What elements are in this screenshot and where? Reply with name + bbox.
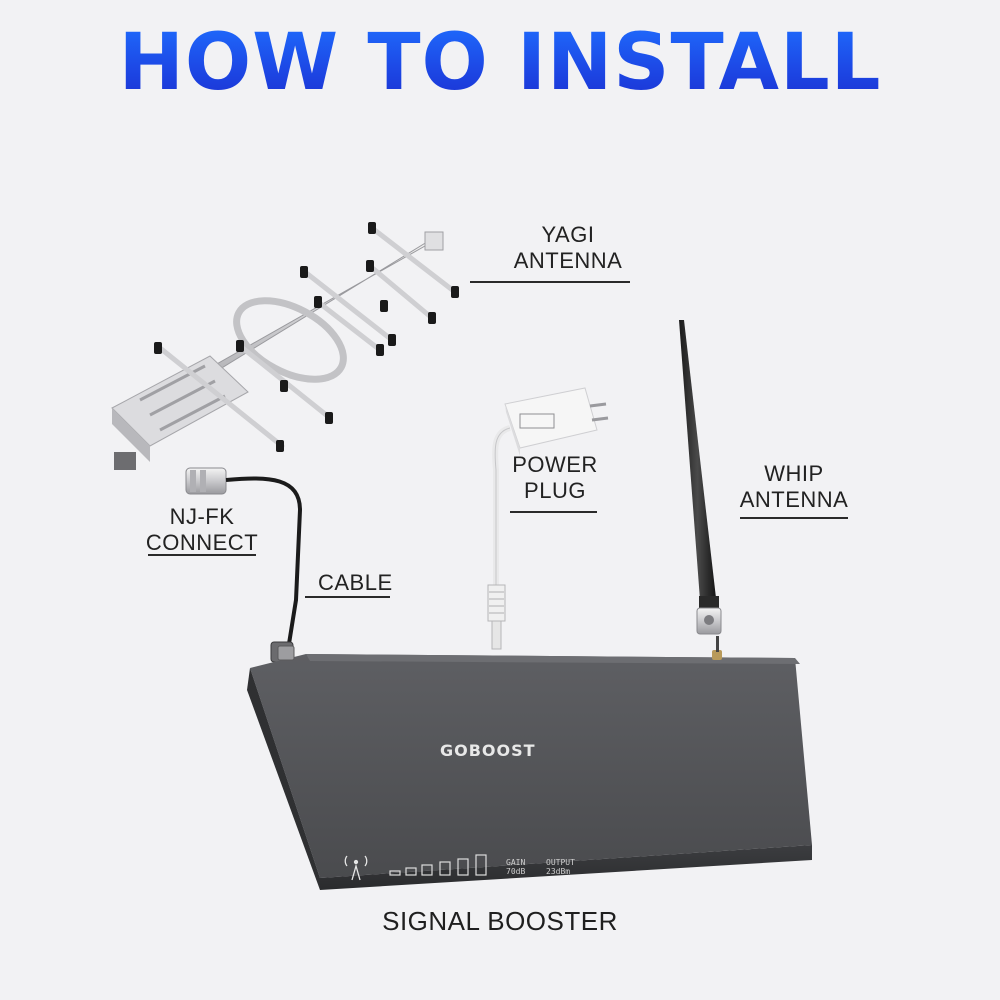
whip-antenna-label: WHIP ANTENNA [735, 461, 853, 513]
gain-value: 70dB [506, 867, 526, 876]
yagi-antenna-label: YAGI ANTENNA [508, 222, 628, 274]
page-title: HOW TO INSTALL [0, 18, 1000, 108]
nj-fk-connect-label-line1: NJ-FK [169, 504, 235, 529]
power-plug-label: POWER PLUG [505, 452, 605, 504]
gain-spec: GAIN 70dB [506, 858, 525, 876]
cable-label: CABLE [318, 570, 393, 595]
whip-antenna-label-line1: WHIP [764, 461, 824, 486]
yagi-antenna-label-line1: YAGI [541, 222, 595, 247]
power-plug-label-line2: PLUG [524, 478, 586, 503]
yagi-antenna-label-line2: ANTENNA [513, 248, 623, 273]
nj-fk-connector-illustration [185, 467, 303, 663]
output-spec: OUTPUT 23dBm [546, 858, 575, 876]
power-plug-illustration [487, 387, 609, 650]
output-label: OUTPUT [546, 858, 575, 867]
whip-antenna-label-line2: ANTENNA [739, 487, 849, 512]
whip-antenna-illustration [679, 320, 722, 635]
yagi-antenna-illustration [111, 222, 459, 470]
nj-fk-connect-label: NJ-FK CONNECT [143, 504, 261, 556]
antenna-signal-icon [344, 855, 368, 881]
signal-booster-illustration [247, 636, 812, 890]
signal-booster-caption: SIGNAL BOOSTER [382, 906, 618, 936]
output-value: 23dBm [546, 867, 571, 876]
nj-fk-connect-label-line2: CONNECT [145, 530, 259, 555]
gain-label: GAIN [506, 858, 526, 867]
device-brand: GOBOOST [440, 741, 536, 760]
status-indicators [389, 854, 487, 876]
power-plug-label-line1: POWER [512, 452, 598, 477]
